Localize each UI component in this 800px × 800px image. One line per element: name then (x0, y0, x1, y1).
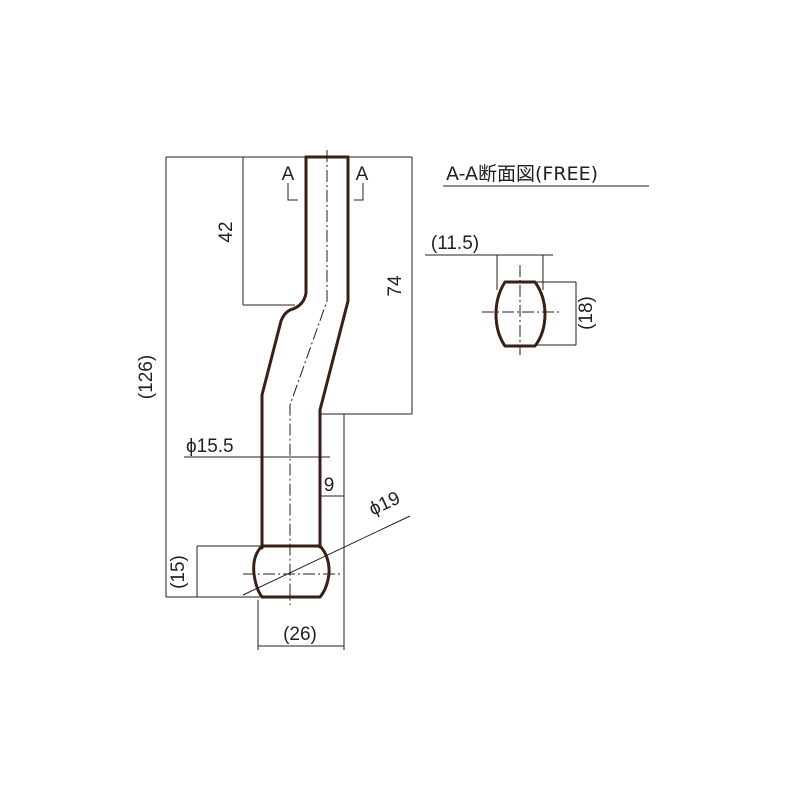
dim-line-19 (242, 515, 411, 596)
section-profile (494, 280, 547, 348)
section-mark-right: A (356, 164, 369, 185)
dim-label-19: ϕ19 (366, 488, 404, 520)
dim-label-126: (126) (136, 355, 157, 399)
dim-label-9: 9 (324, 475, 335, 496)
dimension-lines (165, 156, 649, 650)
dim-label-11-5: (11.5) (431, 233, 479, 254)
part-left-contour (260, 155, 308, 550)
section-mark-left: A (282, 164, 295, 185)
part-outline (252, 155, 350, 599)
dim-label-15-5: ϕ15.5 (186, 436, 234, 457)
part-right-contour (318, 155, 350, 549)
dim-label-74: 74 (385, 275, 406, 297)
dim-label-18: (18) (576, 296, 597, 330)
section-title: A-A断面図(FREE) (446, 163, 598, 185)
section-mark-right-line (354, 183, 364, 201)
dim-label-15: (15) (168, 555, 189, 589)
center-lines (243, 150, 560, 605)
dim-label-26: (26) (283, 624, 317, 645)
ball-end (252, 544, 331, 599)
section-marks (287, 183, 364, 201)
section-mark-left-line (287, 183, 298, 201)
dim-label-42: 42 (216, 221, 237, 242)
part-center-line (289, 150, 328, 605)
